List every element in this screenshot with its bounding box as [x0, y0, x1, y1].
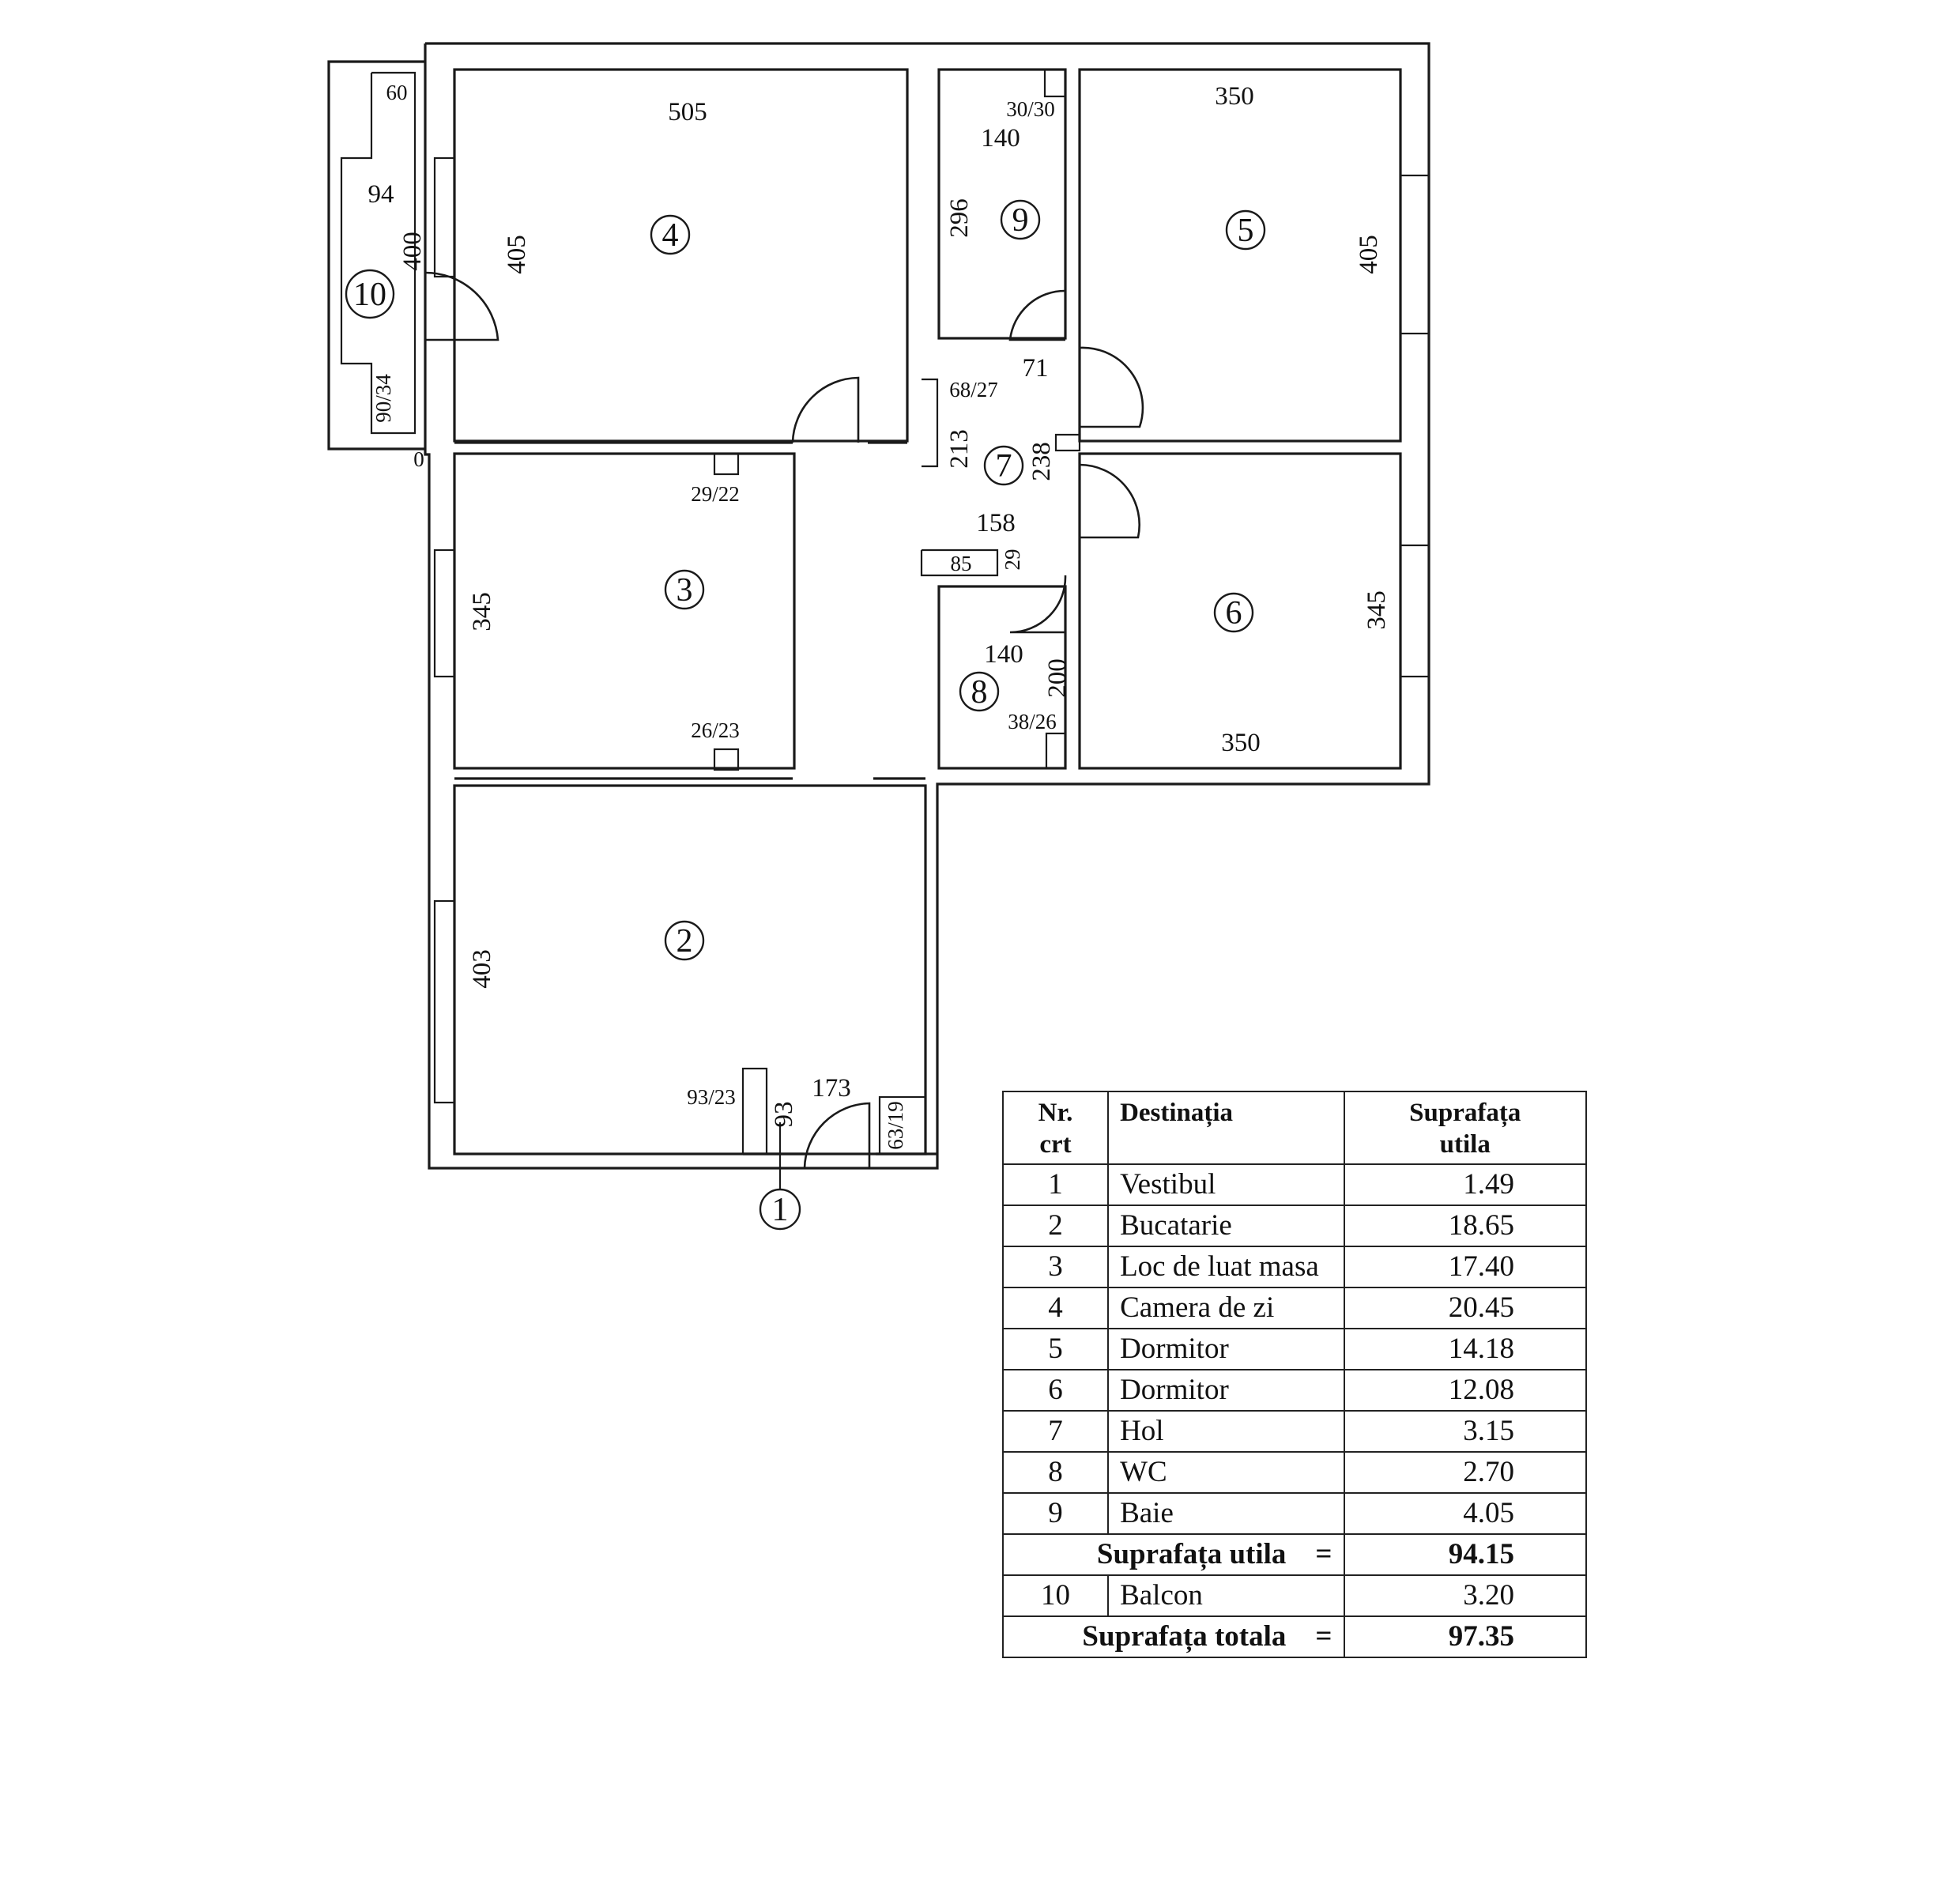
room-3-number: 3 — [677, 572, 693, 609]
dim-room3-height: 345 — [468, 592, 496, 631]
room-9-number: 9 — [1012, 202, 1029, 239]
room-8-number: 8 — [971, 674, 988, 711]
dim-balcony-60: 60 — [386, 81, 408, 104]
dim-balcony-400: 400 — [398, 232, 427, 271]
dim-room9-height: 296 — [945, 198, 974, 238]
subtotal-label: Suprafața utila = — [1002, 1533, 1345, 1576]
dim-balcony-90-34: 90/34 — [371, 374, 395, 423]
dim-room1-93-23: 93/23 — [687, 1085, 736, 1109]
dim-room1-63-19: 63/19 — [884, 1101, 907, 1150]
room-4-number: 4 — [662, 217, 679, 254]
dim-room8-pillar: 38/26 — [1008, 710, 1057, 733]
dim-balcony-94: 94 — [368, 180, 394, 209]
dim-room9-width: 140 — [981, 124, 1020, 153]
dim-room4-width: 505 — [668, 98, 707, 126]
dim-hall-71: 71 — [1023, 354, 1049, 383]
dim-room1-173: 173 — [812, 1074, 851, 1103]
dim-hall-238: 238 — [1027, 442, 1056, 481]
dim-hall-213: 213 — [945, 429, 974, 469]
doors — [424, 271, 1144, 1169]
dim-hall-29: 29 — [1001, 549, 1024, 571]
room-10-number: 10 — [353, 277, 386, 313]
room-5-number: 5 — [1238, 213, 1254, 249]
total-row: Suprafața totala = 97.35 — [1002, 1615, 1587, 1658]
room-1-number: 1 — [772, 1192, 789, 1228]
subtotal-row: Suprafața utila = 94.15 — [1002, 1533, 1587, 1576]
dim-balcony-0: 0 — [413, 447, 424, 471]
room-2-number: 2 — [677, 923, 693, 959]
dim-room5-width: 350 — [1215, 82, 1254, 111]
total-label: Suprafața totala = — [1002, 1615, 1345, 1658]
dim-room2-height: 403 — [468, 949, 496, 989]
dim-room6-height: 345 — [1363, 590, 1391, 630]
dim-room6-width: 350 — [1221, 729, 1261, 757]
dimensions: 505 405 350 405 30/30 140 296 71 68/27 2… — [368, 81, 1392, 1150]
dim-room5-height: 405 — [1355, 235, 1383, 274]
dim-room8-width: 140 — [984, 640, 1023, 669]
dim-hall-85: 85 — [951, 552, 972, 575]
dim-room3-pillar-top: 29/22 — [691, 482, 740, 506]
room-markers: 4 5 9 3 6 7 8 2 1 10 — [345, 199, 1266, 1231]
dim-room9-pillar: 30/30 — [1006, 97, 1055, 121]
subtotal-value: 94.15 — [1343, 1533, 1587, 1576]
dim-hall-68-27: 68/27 — [949, 378, 998, 402]
dim-room3-pillar-bottom: 26/23 — [691, 718, 740, 742]
room-6-number: 6 — [1226, 595, 1242, 631]
dim-hall-158: 158 — [976, 509, 1016, 537]
total-value: 97.35 — [1343, 1615, 1587, 1658]
dim-room4-height: 405 — [503, 235, 531, 274]
dim-room1-93: 93 — [770, 1102, 798, 1128]
header-nr: Nr.crt — [1001, 1091, 1110, 1165]
walls — [327, 42, 1430, 1170]
room-7-number: 7 — [996, 448, 1012, 484]
header-destination: Destinația — [1107, 1091, 1345, 1165]
dim-room8-height: 200 — [1043, 658, 1072, 698]
